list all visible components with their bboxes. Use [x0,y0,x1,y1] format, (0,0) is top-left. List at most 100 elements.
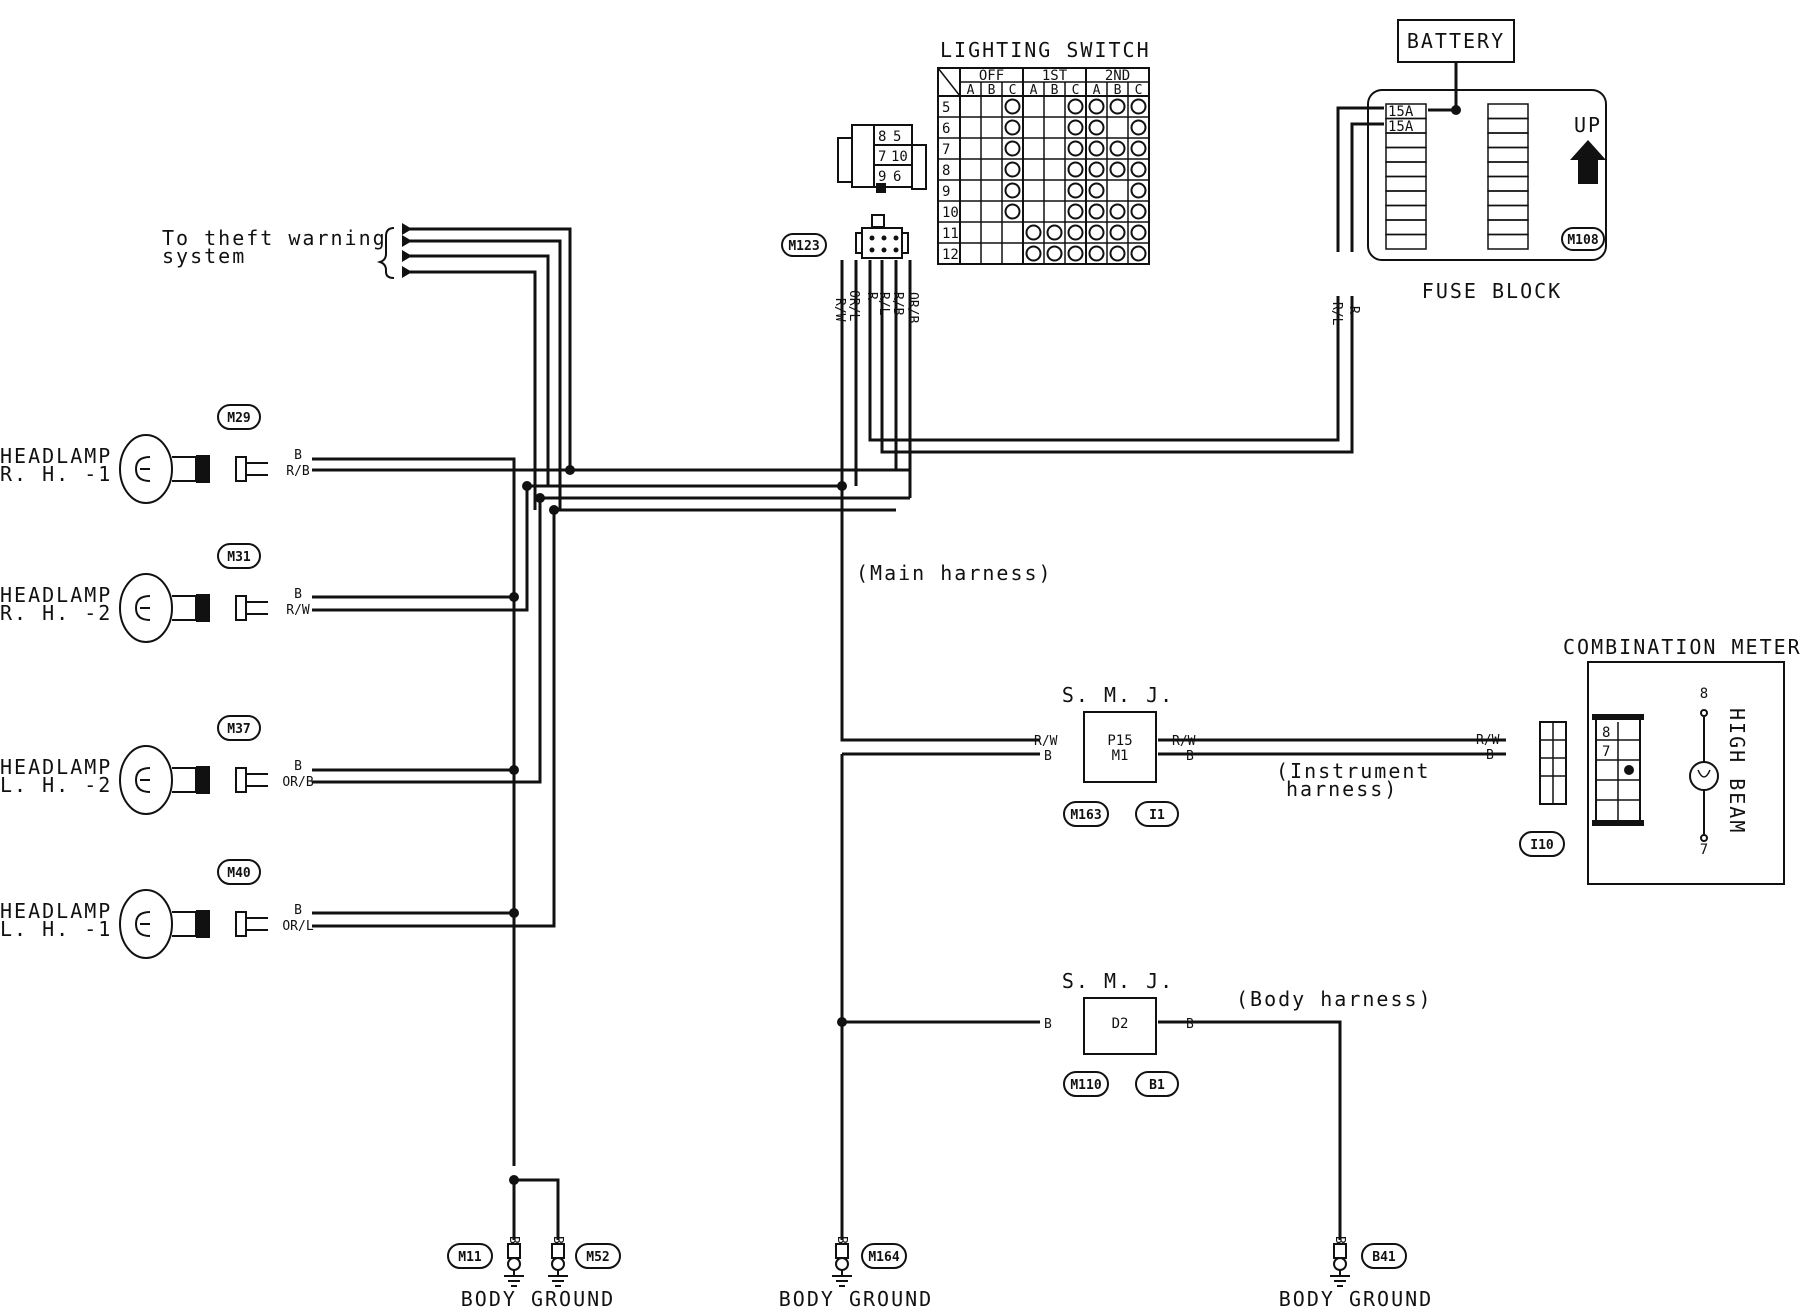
switch-column-label: C [1072,83,1080,98]
headlamp-connector-body [172,595,197,621]
connector-pin-dot [869,247,875,253]
wire [1158,1020,1342,1240]
continuity-mark [1004,98,1021,115]
ground-point: B M52 [548,1236,621,1287]
headlamp-connector-body [172,456,197,482]
arrowhead [402,235,412,247]
wire [880,260,1354,454]
wire [312,496,910,784]
wire-label: R/W [1476,733,1500,748]
continuity-mark [1004,182,1021,199]
continuity-mark [1025,245,1042,262]
wire-label: B [550,1236,565,1244]
continuity-mark [1025,224,1042,241]
wire-label: R/W [832,298,847,322]
headlamp-mating-connector [235,911,247,937]
headlamp-label-line1: HEADLAMP [0,755,112,779]
fuse-slot [1487,117,1529,134]
lamp-terminal [1700,709,1708,717]
continuity-mark [1130,182,1147,199]
continuity-mark [1004,119,1021,136]
wire-label: B [1186,749,1194,764]
wire [1350,122,1384,252]
continuity-mark [1130,161,1147,178]
headlamp-mating-connector [235,456,247,482]
connector-pin-label: 9 [878,169,886,185]
switch-table-diagonal [937,67,961,97]
ground-terminal [1333,1243,1347,1259]
headlamp-label-line2: L. H. -2 [0,773,112,797]
continuity-mark [1130,245,1147,262]
headlamp-label-line1: HEADLAMP [0,899,112,923]
switch-row-label: 8 [942,163,950,179]
connector-id-badge [1361,1243,1407,1269]
continuity-mark [1046,224,1063,241]
wire-label: R/B [286,464,310,479]
wire [312,457,516,1166]
fuse-slot [1385,190,1427,207]
switch-column-label: A [1030,83,1038,98]
connector-pin-dot [869,235,875,241]
fuse-rating: 15A [1388,104,1414,120]
fuse-block-label: FUSE BLOCK [1422,279,1562,303]
fuse-slot [1487,175,1529,192]
continuity-mark [1088,140,1105,157]
up-arrow-icon [1570,140,1606,184]
continuity-mark [1109,98,1126,115]
harness-label-main: (Main harness) [856,561,1053,585]
switch-column-label: C [1009,83,1017,98]
junction-dot [509,592,519,602]
ground-terminal [551,1243,565,1259]
continuity-mark [1088,98,1105,115]
fuse-slot [1385,161,1427,178]
connector-pin-dot [881,235,887,241]
combination-meter-title: COMBINATION METER [1563,635,1802,659]
fuse-slot [1385,233,1427,250]
junction-dot [565,465,575,475]
fuse-slot [1487,132,1529,149]
headlamp-label-line2: R. H. -1 [0,462,112,486]
fuse-slot [1385,146,1427,163]
headlamp-connector-plug [196,455,210,483]
smj-box [1083,711,1157,783]
connector-id: M11 [458,1250,482,1265]
switch-row-label: 12 [942,247,959,263]
wire-label: B [1332,1236,1347,1244]
headlamp-bulb-icon [119,889,173,959]
fuse-cells-right [1487,103,1529,250]
headlamp-socket [134,911,151,937]
wire-label: R/W [1172,734,1196,749]
continuity-mark [1004,140,1021,157]
wire-label: R/W [1034,734,1058,749]
connector-id-badge [217,543,261,569]
fuse-slot [1487,219,1529,236]
connector-id: M52 [586,1250,609,1265]
wire [402,254,550,486]
continuity-mark [1067,161,1084,178]
headlamp-connector-body [172,767,197,793]
connector-id: M37 [227,722,250,737]
connector-id-badge [781,233,827,257]
junction-dot [522,481,532,491]
continuity-mark [1109,224,1126,241]
wire-label: B [294,759,302,774]
connector-id-badge [1135,1071,1179,1097]
switch-position-label: OFF [979,68,1004,84]
connector-pin-label: 10 [891,149,908,165]
junction-dot [837,1017,847,1027]
continuity-mark [1088,224,1105,241]
connector-pin-dot [893,235,899,241]
theft-warning: To theft warning system [162,226,395,279]
fuse-slot [1385,175,1427,192]
ground-eyelet [835,1257,849,1271]
connector-m123-key [871,214,885,228]
continuity-mark [1109,140,1126,157]
switch-row-label: 9 [942,184,950,200]
continuity-mark [1130,203,1147,220]
wire [402,270,537,510]
wire-label: B [1486,748,1494,763]
